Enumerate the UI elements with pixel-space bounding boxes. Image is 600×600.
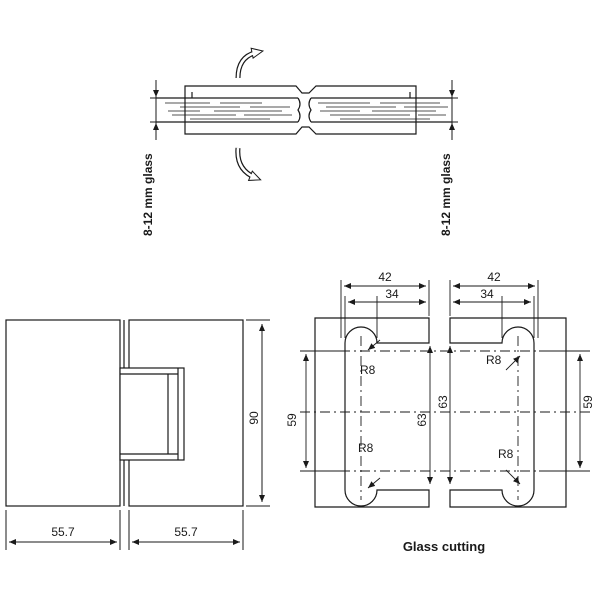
glass-cutting-left — [314, 317, 430, 508]
gc-left-width-outer: 42 — [378, 270, 392, 284]
gc-left-height-outer: 59 — [285, 413, 299, 427]
glass-cutting-right — [449, 317, 567, 508]
glass-label-right: 8-12 mm glass — [439, 153, 453, 236]
hinge-knuckle — [119, 367, 185, 461]
glass-cutting-right-dimensions — [440, 280, 590, 500]
front-view-dimensions — [5, 319, 270, 550]
front-height-label: 90 — [247, 411, 261, 425]
glass-pane-left — [156, 97, 301, 123]
front-width-left-label: 55.7 — [51, 525, 75, 539]
glass-cutting-left-dimensions — [300, 280, 440, 500]
top-view — [156, 85, 452, 135]
gc-left-radius-top: R8 — [360, 363, 376, 377]
glass-label-left: 8-12 mm glass — [141, 153, 155, 236]
gc-right-width-inner: 34 — [480, 287, 494, 301]
gc-right-height-inner: 63 — [436, 395, 450, 409]
glass-thickness-dim-left — [150, 80, 166, 140]
front-view — [5, 319, 244, 507]
gc-right-height-outer: 59 — [581, 395, 595, 409]
hinge-plate-left — [5, 319, 121, 507]
glass-thickness-dim-right — [442, 80, 458, 140]
glass-cutting-caption: Glass cutting — [403, 539, 485, 554]
gc-left-width-inner: 34 — [385, 287, 399, 301]
glass-cutout-right — [449, 317, 567, 508]
gc-left-height-inner: 63 — [415, 413, 429, 427]
glass-pane-right — [308, 97, 452, 123]
gc-left-radius-bottom: R8 — [358, 441, 374, 455]
hinge-body-plan — [184, 85, 417, 135]
gc-right-radius-top: R8 — [486, 353, 502, 367]
front-width-right-label: 55.7 — [174, 525, 198, 539]
gc-right-radius-bottom: R8 — [498, 447, 514, 461]
gc-right-width-outer: 42 — [487, 270, 501, 284]
glass-cutout-left — [314, 317, 430, 508]
